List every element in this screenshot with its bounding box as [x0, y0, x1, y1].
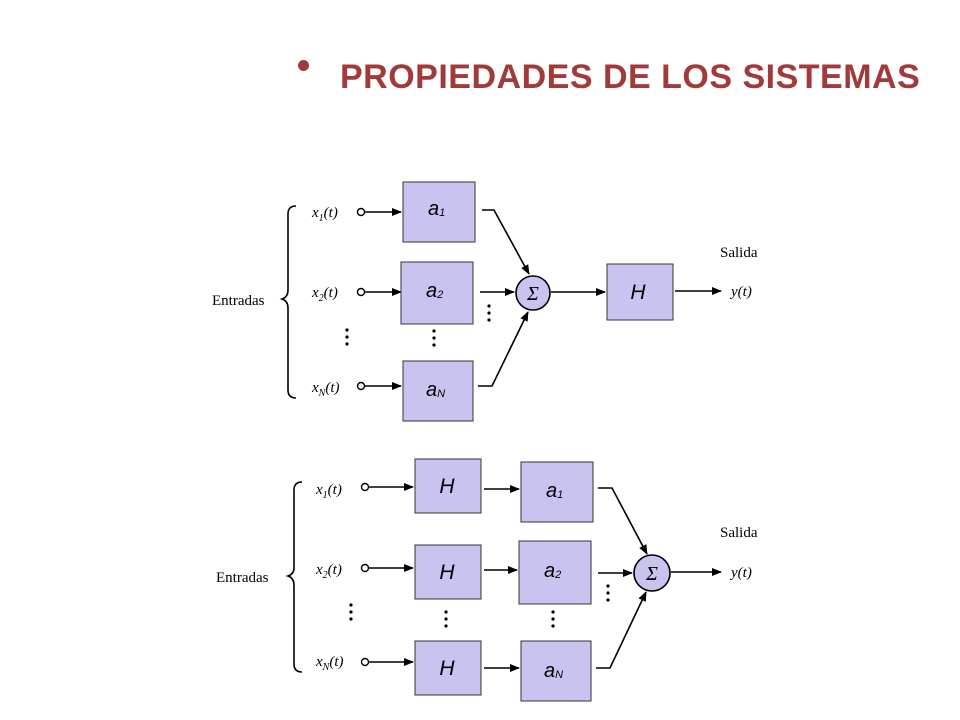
system-label-h-1: H — [439, 475, 455, 498]
gain-label-1: a1 — [428, 198, 445, 220]
gain-block-2 — [518, 540, 592, 605]
gain-to-sum-arrow-n — [478, 311, 529, 387]
gain-block-n — [402, 360, 474, 422]
input-terminal-1 — [360, 482, 370, 492]
sum-symbol: Σ — [526, 283, 539, 305]
output-label: Salida — [720, 245, 758, 261]
diagram-top: Entradas x1(t) x2(t) xN(t) a1 a2 aN — [212, 181, 758, 422]
input-label-1: x1(t) — [315, 482, 342, 501]
input-label-n: xN(t) — [311, 380, 340, 399]
input-terminal-n — [356, 381, 366, 391]
entradas-label: Entradas — [212, 293, 265, 309]
output-signal: y(t) — [729, 565, 752, 581]
input-label-2: x2(t) — [311, 285, 338, 304]
diagram-bottom: Entradas x1(t) x2(t) xN(t) H H H a1 a2 a… — [216, 458, 758, 702]
entradas-brace — [279, 205, 297, 399]
entradas-brace — [285, 481, 303, 673]
input-terminal-2 — [360, 563, 370, 573]
gain-label-n: aN — [544, 660, 563, 682]
input-label-1: x1(t) — [311, 205, 338, 224]
input-terminal-1 — [356, 207, 366, 217]
system-label-h-2: H — [439, 561, 455, 584]
ellipsis-sum-inputs — [606, 584, 610, 602]
input-terminal-n — [360, 657, 370, 667]
gain-label-n: aN — [426, 379, 445, 401]
bullet-icon — [298, 60, 309, 71]
input-label-2: x2(t) — [315, 562, 342, 581]
gain-label-2: a2 — [426, 280, 443, 302]
ellipsis-gains — [551, 610, 555, 628]
gain-block-2 — [400, 261, 474, 325]
gain-label-1: a1 — [546, 480, 563, 502]
ellipsis-gains — [432, 329, 436, 347]
gain-block-1 — [520, 461, 594, 523]
gain-to-sum-arrow-1 — [598, 487, 648, 555]
system-label-h-n: H — [439, 657, 455, 680]
ellipsis-sum-inputs — [487, 304, 491, 322]
system-block-h-2 — [414, 544, 482, 600]
entradas-label: Entradas — [216, 570, 269, 586]
ellipsis-systems — [444, 610, 448, 628]
system-block-h — [606, 263, 674, 321]
summing-junction — [633, 554, 671, 592]
ellipsis-inputs — [345, 328, 349, 346]
summing-junction — [515, 275, 551, 311]
system-label-h: H — [630, 281, 646, 304]
ellipsis-inputs — [349, 603, 353, 621]
system-block-h-n — [414, 640, 482, 696]
slide-title: PROPIEDADES DE LOS SISTEMAS — [340, 58, 921, 96]
gain-to-sum-arrow-n — [596, 591, 647, 669]
gain-to-sum-arrow-1 — [482, 209, 530, 275]
gain-block-1 — [402, 181, 476, 243]
output-signal: y(t) — [729, 284, 752, 300]
sum-symbol: Σ — [645, 563, 658, 585]
gain-label-2: a2 — [544, 560, 561, 582]
output-label: Salida — [720, 525, 758, 541]
gain-block-n — [520, 640, 592, 702]
system-block-h-1 — [414, 458, 482, 514]
input-label-n: xN(t) — [315, 654, 344, 673]
input-terminal-2 — [356, 287, 366, 297]
